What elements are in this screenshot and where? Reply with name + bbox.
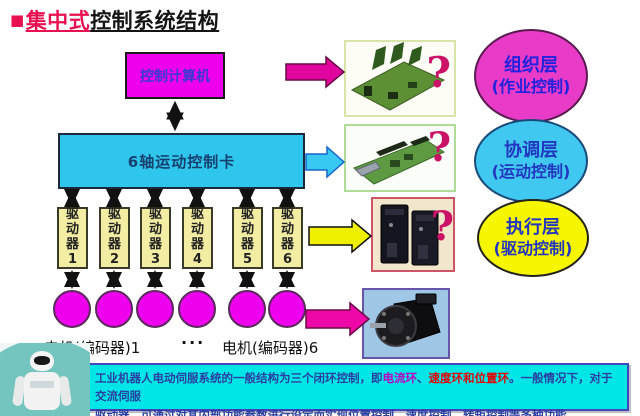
card-driver-connectors	[64, 189, 295, 207]
driver-box-5: 驱 动 器 5	[232, 207, 263, 269]
driver-label: 驱 动 器 2	[107, 207, 121, 267]
control-computer-label: 控制计算机	[140, 68, 210, 85]
motion-card-box: 6轴运动控制卡	[58, 133, 305, 189]
caption-line2: 驱动器，可通过对其内部功能参数进行设定而实现位置控制、速度控制、转矩控制等多种功…	[95, 407, 578, 416]
highlight-speed-position-loop: 速度环和位置环	[428, 371, 510, 385]
driver-label: 驱 动 器 4	[190, 207, 204, 267]
ellipsis-dots: ···	[181, 333, 206, 352]
driver-label: 驱 动 器 1	[65, 207, 79, 267]
layer-ellipse-coordination: 协调层 (运动控制)	[474, 119, 588, 203]
question-mark-icon: ?	[427, 124, 451, 171]
page-title: ■集中式控制系统结构	[10, 5, 219, 35]
motor-circle-3	[136, 290, 174, 328]
layer-name: 协调层	[504, 139, 558, 161]
circuit-board-illustration	[350, 42, 446, 111]
highlight-current-loop: 电流环	[382, 371, 418, 385]
layer-ellipse-execution: 执行层 (驱动控制)	[477, 199, 589, 277]
layer-subtitle: (作业控制)	[491, 77, 571, 97]
servo-drive-illustration	[380, 204, 439, 266]
robot-photo	[0, 343, 90, 416]
servo-motor-photo	[362, 288, 450, 359]
driver-box-3: 驱 动 器 3	[140, 207, 171, 269]
title-highlight: 集中式	[25, 9, 91, 33]
motor-circle-1	[53, 290, 91, 328]
block-arrow-to-driver-photo	[308, 218, 373, 254]
motor-circle-2	[95, 290, 133, 328]
robot-visor	[34, 356, 50, 365]
driver-box-2: 驱 动 器 2	[99, 207, 130, 269]
block-arrow-to-card-photo	[305, 145, 346, 179]
question-mark-icon: ?	[426, 48, 451, 97]
servo-driver-photo: ?	[371, 197, 455, 272]
driver-label: 驱 动 器 6	[280, 207, 294, 267]
layer-subtitle: (运动控制)	[491, 162, 571, 182]
driver-motor-connectors	[64, 270, 295, 289]
caption-line1: 工业机器人电动伺服系统的一般结构为三个闭环控制，即电流环、速度环和位置环。一般情…	[95, 371, 613, 404]
driver-box-4: 驱 动 器 4	[182, 207, 213, 269]
control-computer-photo: ?	[344, 40, 456, 117]
driver-label: 驱 动 器 5	[240, 207, 254, 267]
layer-subtitle: (驱动控制)	[493, 239, 573, 259]
control-computer-box: 控制计算机	[125, 52, 225, 99]
control-card-illustration	[353, 136, 446, 185]
driver-box-1: 驱 动 器 1	[57, 207, 88, 269]
layer-ellipse-organization: 组织层 (作业控制)	[474, 29, 588, 123]
bullet-square-icon: ■	[10, 11, 25, 29]
block-arrow-to-computer-photo	[285, 55, 346, 89]
motion-card-photo: ?	[344, 124, 456, 192]
motor-circle-4	[178, 290, 216, 328]
motor-circle-6	[268, 290, 306, 328]
driver-label: 驱 动 器 3	[148, 207, 162, 267]
caption-banner: 工业机器人电动伺服系统的一般结构为三个闭环控制，即电流环、速度环和位置环。一般情…	[88, 363, 629, 416]
layer-name: 执行层	[506, 216, 560, 238]
question-mark-icon: ?	[430, 203, 454, 250]
layer-name: 组织层	[504, 54, 558, 76]
driver-box-6: 驱 动 器 6	[272, 207, 303, 269]
title-rest: 控制系统结构	[90, 9, 220, 33]
motion-card-label: 6轴运动控制卡	[127, 152, 236, 171]
motor-label-last: 电机(编码器)6	[222, 339, 319, 357]
servo-motor-illustration	[370, 293, 441, 347]
motor-circle-5	[228, 290, 266, 328]
block-arrow-to-motor-photo	[305, 301, 371, 337]
